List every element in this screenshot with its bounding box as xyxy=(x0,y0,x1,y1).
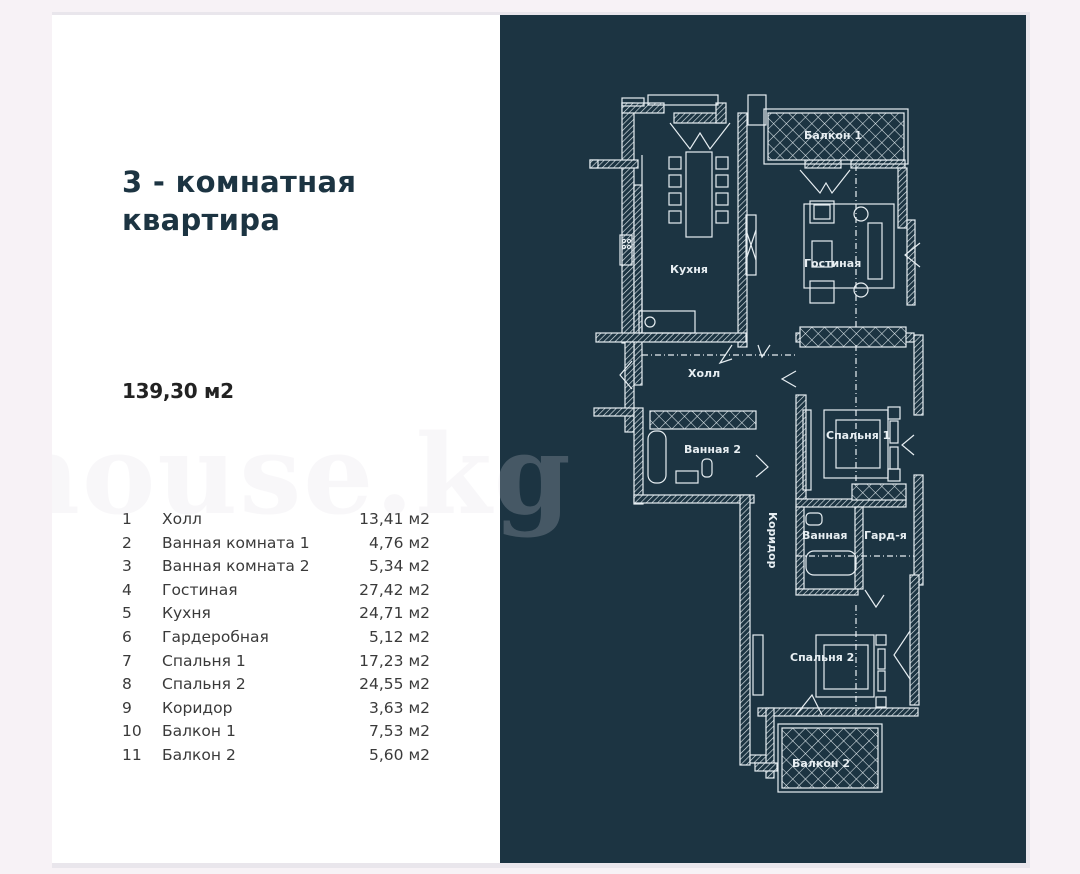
room-row: 3 Ванная комната 2 5,34 м2 xyxy=(120,557,430,581)
page-title: 3 - комнатная квартира xyxy=(122,163,356,239)
bedroom-1-drawing xyxy=(802,345,915,491)
kitchen-drawing xyxy=(619,122,757,334)
title-line-1: 3 - комнатная xyxy=(122,165,357,199)
room-list: 1 Холл 13,41 м2 2 Ванная комната 1 4,76 м2 3 Ва… xyxy=(120,510,430,770)
plan-label-balcony-1: Балкон 1 xyxy=(804,129,862,142)
plan-label-bath-2: Ванная 2 xyxy=(684,443,741,456)
room-row: 7 Спальня 1 17,23 м2 xyxy=(120,652,430,676)
room-row: 9 Коридор 3,63 м2 xyxy=(120,699,430,723)
plan-label-hall: Холл xyxy=(688,367,720,380)
room-number: 8 xyxy=(122,675,132,694)
room-number: 5 xyxy=(122,604,132,623)
room-area: 5,60 м2 xyxy=(369,745,430,764)
bath-1-drawing xyxy=(796,512,914,609)
room-row: 8 Спальня 2 24,55 м2 xyxy=(120,675,430,699)
room-number: 1 xyxy=(122,510,132,528)
room-name: Гардеробная xyxy=(162,627,269,646)
floor-plan: Кухня Гостиная Балкон 1 Холл Ванная 2 Сп… xyxy=(589,94,924,793)
room-row: 6 Гардеробная 5,12 м2 xyxy=(120,628,430,652)
room-row: 1 Холл 13,41 м2 xyxy=(120,510,430,534)
room-area: 17,23 м2 xyxy=(359,651,430,670)
brochure-page: 3 - комнатная квартира 139,30 м2 1 Холл 13… xyxy=(52,15,1026,863)
room-row: 5 Кухня 24,71 м2 xyxy=(120,604,430,628)
room-name: Холл xyxy=(162,510,202,528)
room-area: 24,55 м2 xyxy=(359,675,430,694)
room-name: Балкон 2 xyxy=(162,745,236,764)
room-name: Кухня xyxy=(162,604,211,623)
room-number: 2 xyxy=(122,533,132,552)
plan-label-kitchen: Кухня xyxy=(670,263,708,276)
room-area: 24,71 м2 xyxy=(359,604,430,623)
plan-label-bedroom-2: Спальня 2 xyxy=(790,651,854,664)
room-number: 9 xyxy=(122,698,132,717)
total-area: 139,30 м2 xyxy=(122,379,234,403)
room-number: 7 xyxy=(122,651,132,670)
room-number: 3 xyxy=(122,557,132,576)
bath-2-drawing xyxy=(647,430,769,484)
room-row: 10 Балкон 1 7,53 м2 xyxy=(120,722,430,746)
room-number: 4 xyxy=(122,580,132,599)
plan-label-balcony-2: Балкон 2 xyxy=(792,757,850,770)
room-name: Гостиная xyxy=(162,580,238,599)
room-number: 11 xyxy=(122,745,142,764)
room-area: 5,12 м2 xyxy=(369,627,430,646)
living-room-drawing xyxy=(799,165,921,345)
plan-label-wardrobe: Гард-я xyxy=(864,529,907,542)
info-panel: 3 - комнатная квартира 139,30 м2 1 Холл 13… xyxy=(52,15,500,863)
balcony-1-drawing xyxy=(763,108,909,165)
plan-label-bath-1: Ванная xyxy=(802,529,848,542)
room-name: Коридор xyxy=(162,698,233,717)
floor-plan-panel: Кухня Гостиная Балкон 1 Холл Ванная 2 Сп… xyxy=(500,15,1026,863)
plan-label-corridor: Коридор xyxy=(766,512,779,569)
room-number: 6 xyxy=(122,627,132,646)
plan-label-living: Гостиная xyxy=(804,257,861,270)
hall-doors xyxy=(619,344,797,390)
title-line-2: квартира xyxy=(122,203,281,237)
room-row: 4 Гостиная 27,42 м2 xyxy=(120,581,430,605)
room-name: Балкон 1 xyxy=(162,722,236,741)
room-name: Спальня 2 xyxy=(162,675,246,694)
plan-label-bedroom-1: Спальня 1 xyxy=(826,429,890,442)
room-area: 7,53 м2 xyxy=(369,722,430,741)
room-name: Ванная комната 2 xyxy=(162,557,310,576)
room-number: 10 xyxy=(122,722,142,741)
room-row: 11 Балкон 2 5,60 м2 xyxy=(120,746,430,770)
room-area: 13,41 м2 xyxy=(359,510,430,528)
room-name: Ванная комната 1 xyxy=(162,533,310,552)
room-area: 3,63 м2 xyxy=(369,698,430,717)
bedroom-2-drawing xyxy=(752,605,911,716)
balcony-2-drawing xyxy=(777,723,883,793)
room-name: Спальня 1 xyxy=(162,651,246,670)
room-area: 27,42 м2 xyxy=(359,580,430,599)
room-area: 5,34 м2 xyxy=(369,557,430,576)
room-row: 2 Ванная комната 1 4,76 м2 xyxy=(120,534,430,558)
room-area: 4,76 м2 xyxy=(369,533,430,552)
